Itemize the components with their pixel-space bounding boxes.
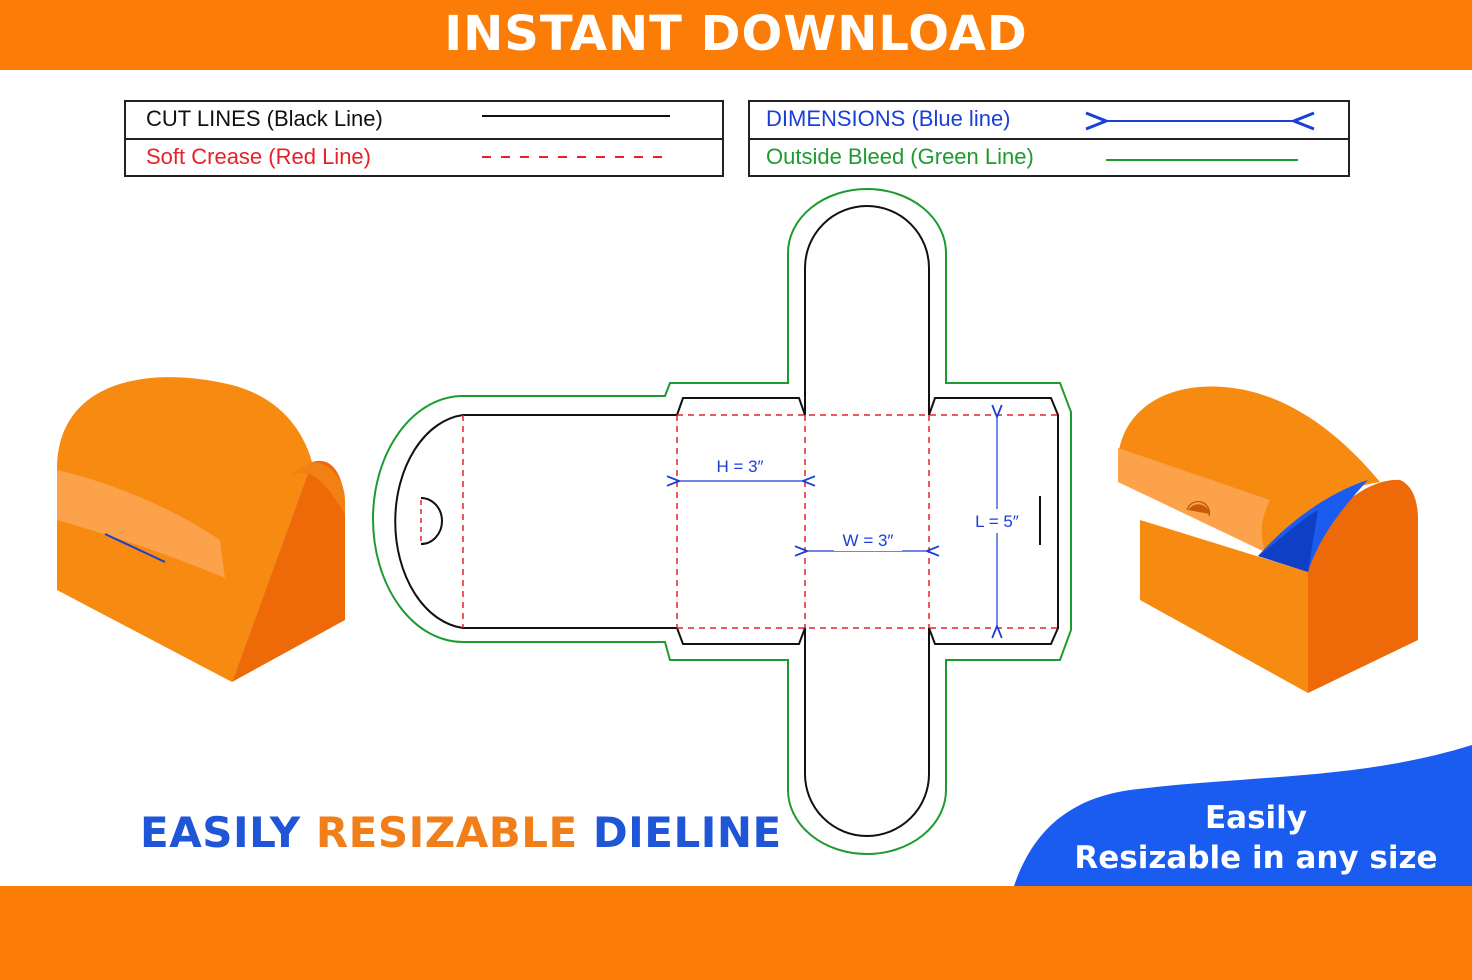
outside-bleed-outline: [372, 188, 1072, 855]
thumb-notch: [420, 497, 443, 545]
top-banner: INSTANT DOWNLOAD: [0, 0, 1472, 70]
length-dimension-label: L = 5″: [975, 512, 1019, 531]
resizable-badge-shape: [1014, 745, 1472, 886]
tagline-dieline: DIELINE: [592, 808, 782, 857]
legend-left: CUT LINES (Black Line) Soft Crease (Red …: [124, 100, 724, 177]
tagline-resizable: RESIZABLE: [315, 808, 578, 857]
legend-row-cut-lines: CUT LINES (Black Line): [126, 102, 722, 138]
legend-row-dimensions: DIMENSIONS (Blue line): [750, 102, 1348, 138]
width-dimension-label: W = 3″: [843, 531, 894, 550]
closed-box-illustration: [57, 377, 345, 682]
legend-row-soft-crease: Soft Crease (Red Line): [126, 138, 722, 176]
legend-row-outside-bleed: Outside Bleed (Green Line): [750, 138, 1348, 176]
cut-line-outline: [394, 205, 1059, 837]
soft-crease-lines: [462, 414, 1058, 629]
bottom-banner: [0, 886, 1472, 980]
height-dimension-label: H = 3″: [716, 457, 763, 476]
badge-line-2: Resizable in any size: [1074, 840, 1438, 876]
tagline-easily: EASILY: [140, 808, 301, 857]
outside-bleed-label: Outside Bleed (Green Line): [766, 144, 1034, 169]
resizable-badge-text: Easily Resizable in any size: [1040, 798, 1472, 878]
banner-title: INSTANT DOWNLOAD: [444, 6, 1028, 62]
dimensions-label: DIMENSIONS (Blue line): [766, 106, 1011, 131]
cut-lines-label: CUT LINES (Black Line): [146, 106, 383, 131]
open-box-illustration: [1118, 386, 1418, 693]
height-label-bg: [706, 454, 772, 478]
badge-line-1: Easily: [1204, 800, 1307, 836]
resizable-dieline-tagline: EASILY RESIZABLE DIELINE: [140, 808, 782, 857]
length-label-bg: [966, 509, 1028, 533]
soft-crease-label: Soft Crease (Red Line): [146, 144, 371, 169]
width-label-bg: [834, 527, 902, 551]
